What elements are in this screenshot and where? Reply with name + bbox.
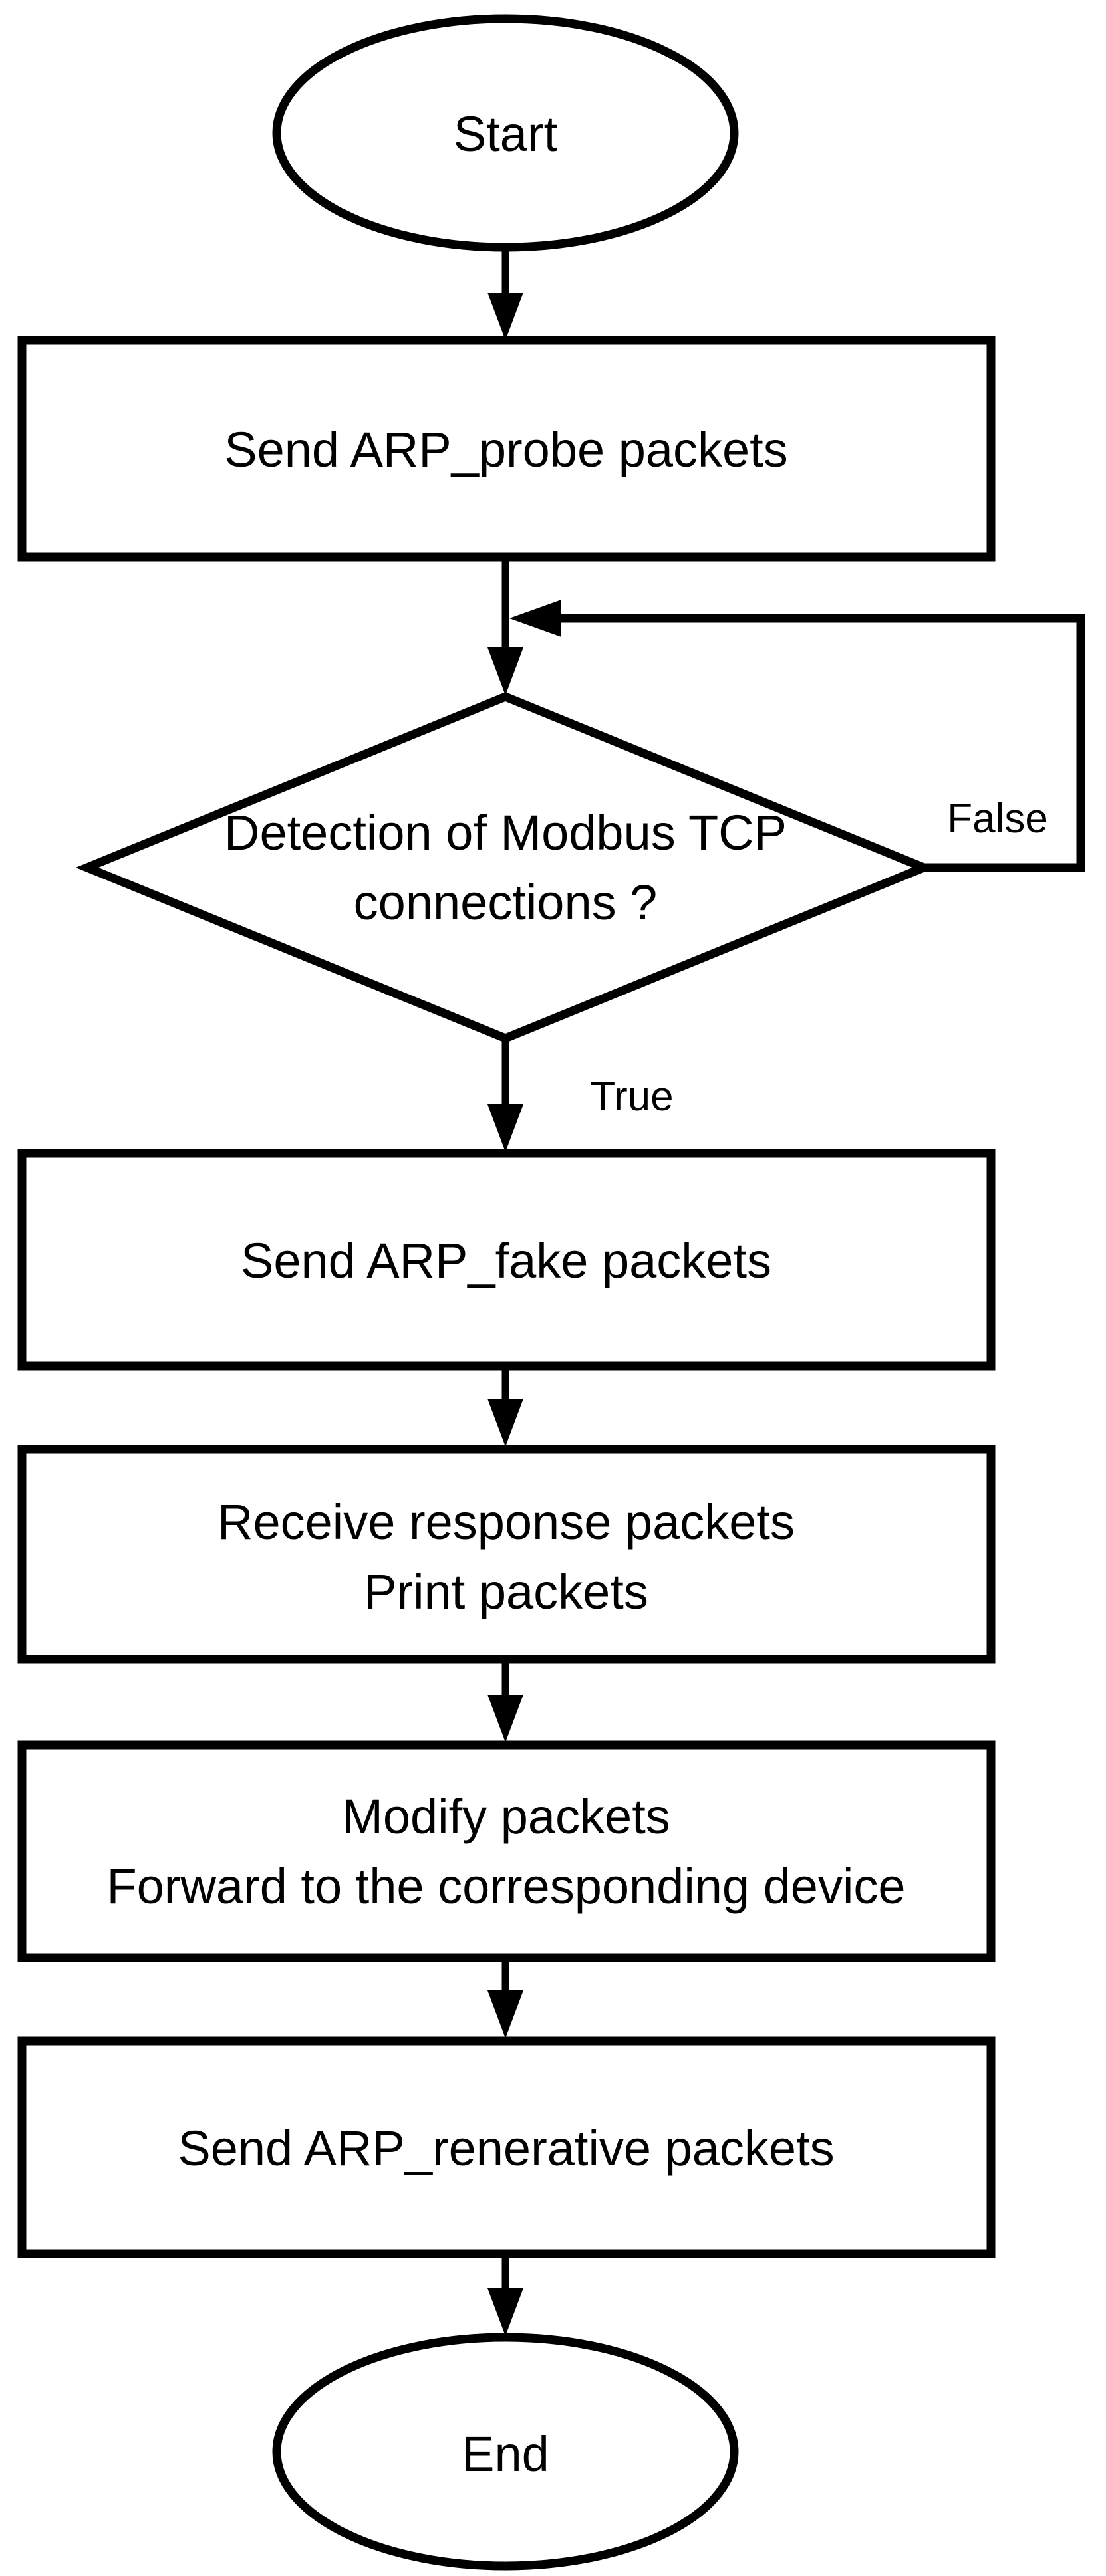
true-branch-label: True [590, 1074, 674, 1119]
send-arp-renerative-shape [17, 2036, 996, 2258]
detect-modbus-decision-shape [75, 691, 936, 1044]
arrowhead-false-into-junction [509, 600, 561, 637]
arrowhead-into-renerative [487, 1990, 523, 2038]
modify-packets-label-line2: Forward to the corresponding device [106, 1859, 906, 1914]
receive-response-shape [17, 1445, 996, 1664]
detect-modbus-label-line1: Detection of Modbus TCP [224, 805, 787, 860]
false-branch-label: False [947, 796, 1048, 842]
send-arp-fake-label: Send ARP_fake packets [240, 1233, 772, 1288]
end-terminator-shape [272, 2333, 739, 2571]
send-arp-probe-shape [17, 336, 996, 562]
start-terminator-shape [272, 14, 739, 252]
arrowhead-into-end [487, 2288, 523, 2336]
arrowhead-into-decision [487, 647, 523, 695]
arrowhead-into-modify [487, 1695, 523, 1742]
send-arp-fake-shape [17, 1149, 996, 1371]
arrowhead-into-probe [487, 293, 523, 340]
detect-modbus-label-line2: connections ? [353, 875, 658, 930]
arrowhead-into-receive [487, 1399, 523, 1447]
end-label: End [462, 2426, 549, 2482]
start-label: Start [453, 106, 558, 162]
modify-packets-shape [17, 1740, 996, 1962]
send-arp-renerative-label: Send ARP_renerative packets [178, 2121, 835, 2176]
receive-response-label-line1: Receive response packets [217, 1494, 795, 1550]
send-arp-probe-label: Send ARP_probe packets [224, 422, 788, 477]
receive-response-label-line2: Print packets [364, 1564, 648, 1619]
modify-packets-label-line1: Modify packets [342, 1789, 670, 1844]
edge-false-loop [561, 614, 1085, 872]
arrowhead-into-fake [487, 1104, 523, 1152]
